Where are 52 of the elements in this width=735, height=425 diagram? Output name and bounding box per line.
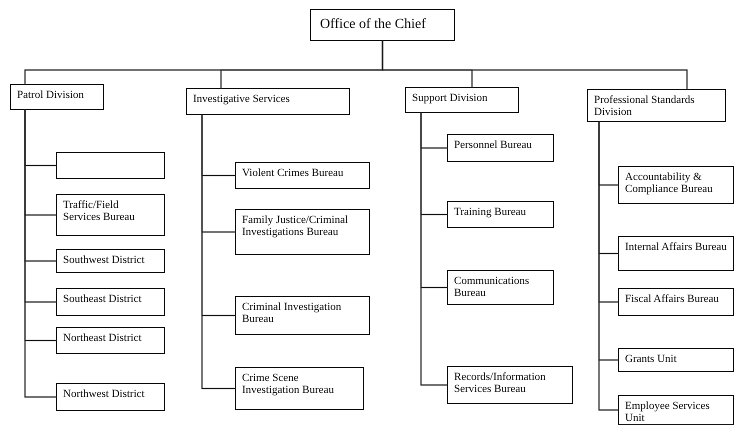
unit-name: Grants Unit bbox=[625, 353, 678, 365]
unit-name: Accountability & Compliance Bureau bbox=[625, 171, 714, 195]
unit-name: Crime Scene Investigation Bureau bbox=[242, 372, 335, 396]
unit-name: Investigative Services bbox=[193, 93, 291, 105]
unit-box bbox=[56, 288, 165, 316]
unit-box bbox=[447, 366, 573, 404]
unit-name: Office of the Chief bbox=[320, 17, 427, 33]
unit-name: Criminal Investigation Bureau bbox=[242, 301, 342, 325]
unit-name: Training Bureau bbox=[454, 206, 528, 218]
unit-box bbox=[56, 249, 165, 273]
unit-box bbox=[447, 201, 554, 228]
unit-box bbox=[56, 194, 165, 236]
unit-name: Southwest District bbox=[63, 254, 146, 266]
unit-name: Professional Standards Division bbox=[594, 94, 696, 118]
connector-line bbox=[420, 113, 447, 386]
unit-name: Violent Crimes Bureau bbox=[242, 167, 344, 179]
unit-box bbox=[618, 288, 734, 316]
unit-name: Internal Affairs Bureau bbox=[625, 241, 727, 253]
unit-box bbox=[235, 209, 370, 255]
unit-name: Northeast District bbox=[63, 332, 143, 344]
connector-line bbox=[598, 122, 618, 411]
unit-name: Personnel Bureau bbox=[454, 139, 533, 151]
unit-name: Patrol Division bbox=[17, 89, 85, 101]
unit-box bbox=[405, 87, 519, 113]
unit-box bbox=[618, 236, 734, 271]
unit-box bbox=[56, 327, 165, 354]
unit-box bbox=[235, 367, 364, 410]
unit-name: Northwest District bbox=[63, 388, 146, 400]
unit-box bbox=[10, 84, 104, 110]
unit-name: Traffic/Field Services Bureau bbox=[63, 199, 136, 223]
unit-name: Employee Services Unit bbox=[625, 400, 711, 424]
unit-box bbox=[618, 166, 734, 204]
connector-line bbox=[24, 110, 56, 398]
unit-name: Support Division bbox=[412, 92, 488, 104]
unit-name: Southeast District bbox=[63, 293, 143, 305]
unit-box bbox=[587, 89, 726, 122]
unit-box bbox=[618, 395, 734, 425]
unit-box bbox=[56, 383, 165, 411]
unit-name: Fiscal Affairs Bureau bbox=[625, 293, 720, 305]
unit-box bbox=[235, 162, 370, 189]
head-office-box bbox=[310, 9, 455, 41]
unit-box bbox=[447, 134, 554, 162]
unit-box bbox=[56, 152, 165, 179]
connector-line bbox=[201, 115, 235, 390]
unit-name: Communications Bureau bbox=[454, 275, 530, 299]
unit-name: Family Justice/Criminal Investigations Bureau bbox=[242, 214, 350, 238]
unit-box bbox=[235, 296, 370, 335]
unit-box bbox=[186, 88, 350, 115]
unit-box bbox=[618, 348, 734, 372]
unit-name: Records/Information Services Bureau bbox=[454, 371, 547, 395]
unit-box bbox=[447, 270, 554, 305]
connector-line bbox=[382, 41, 688, 89]
